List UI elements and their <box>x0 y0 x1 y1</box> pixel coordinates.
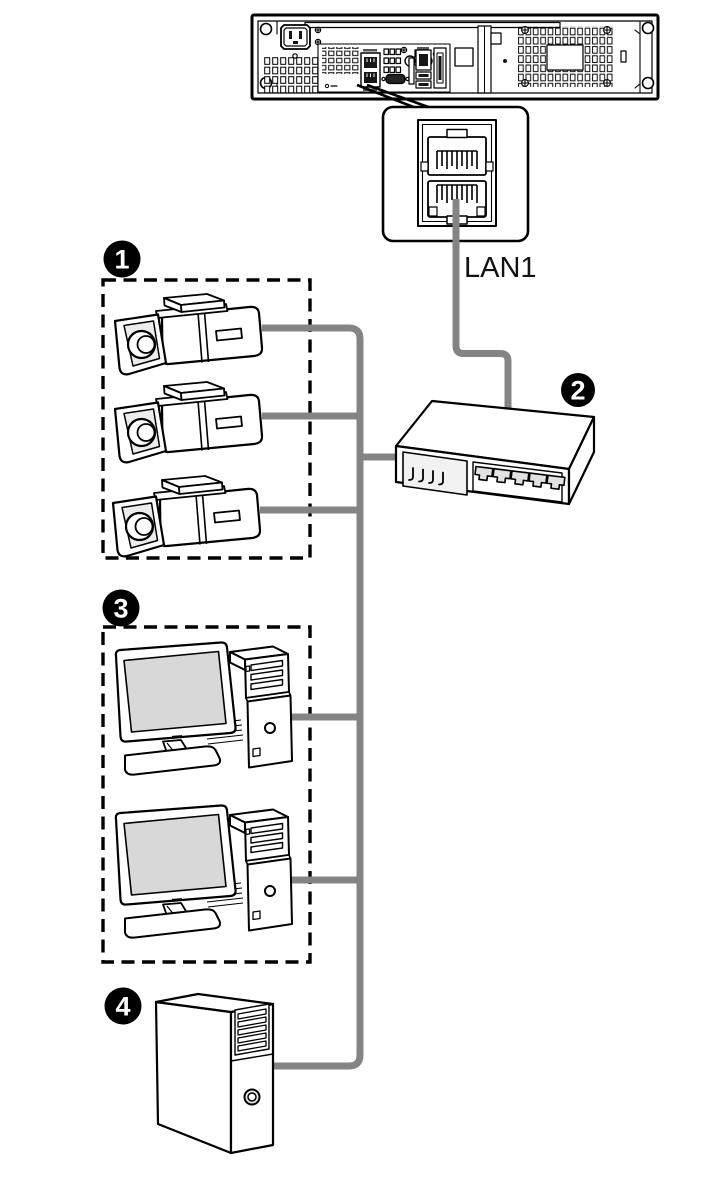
badge-number: 2 <box>570 376 585 406</box>
screw-icon <box>400 46 408 54</box>
screw-hole <box>641 76 655 90</box>
callout-lines <box>356 83 432 110</box>
switching-hub <box>394 399 596 506</box>
camera-2 <box>113 380 264 464</box>
server <box>154 992 275 1155</box>
badge-hub: 2 <box>561 373 595 407</box>
badge-pcs: 3 <box>102 589 140 627</box>
lan1-cable <box>452 199 512 416</box>
bracket-rail <box>477 25 502 94</box>
server-drive-bays <box>237 1008 267 1052</box>
cameras-dashed-box <box>101 278 312 560</box>
server-top-face <box>154 992 275 1014</box>
badge-number: 3 <box>113 594 128 624</box>
recorder-rear-panel <box>250 13 660 101</box>
screw-icon <box>521 26 529 34</box>
badge-number: 1 <box>114 245 129 275</box>
power-inlet <box>280 24 311 50</box>
screw-icon <box>603 79 611 87</box>
hub-port-panel <box>472 461 563 503</box>
lan-port-label: LAN1 <box>464 252 537 284</box>
power-vent-grid <box>264 57 318 93</box>
badge-number: 4 <box>115 992 130 1022</box>
mounting-ear-right <box>634 20 655 94</box>
screw-icon <box>603 26 611 34</box>
camera-3 <box>111 474 262 558</box>
lan-ports <box>360 49 381 91</box>
rj45-port-upper <box>420 128 494 176</box>
server-left-face <box>154 1000 233 1155</box>
vga-connector <box>381 73 410 85</box>
usb-connector <box>408 57 415 85</box>
fan-grille <box>518 26 613 87</box>
screw-icon <box>521 79 529 87</box>
access-square <box>454 47 474 67</box>
hub-led-panel <box>402 451 468 496</box>
pc-2 <box>114 804 294 939</box>
hub-ethernet-ports <box>474 465 566 491</box>
expansion-slot <box>433 47 447 89</box>
pc-1 <box>114 641 294 776</box>
camera-1 <box>113 292 264 376</box>
io-vent-grid <box>322 47 360 74</box>
network-cables <box>260 199 512 1070</box>
badge-server: 4 <box>104 987 142 1025</box>
trunk-cable <box>262 324 364 1070</box>
screw-hole <box>641 21 655 35</box>
screw-icon <box>314 26 322 34</box>
screw-hole <box>259 22 273 36</box>
poe-port <box>415 47 432 71</box>
usb-ports <box>415 71 432 89</box>
terminal-block <box>383 48 402 74</box>
lan-inset <box>381 105 530 243</box>
badge-cameras: 1 <box>103 240 141 278</box>
pcs-dashed-box <box>101 625 312 964</box>
hub-side-face <box>567 415 596 506</box>
ground-mark <box>324 83 338 89</box>
